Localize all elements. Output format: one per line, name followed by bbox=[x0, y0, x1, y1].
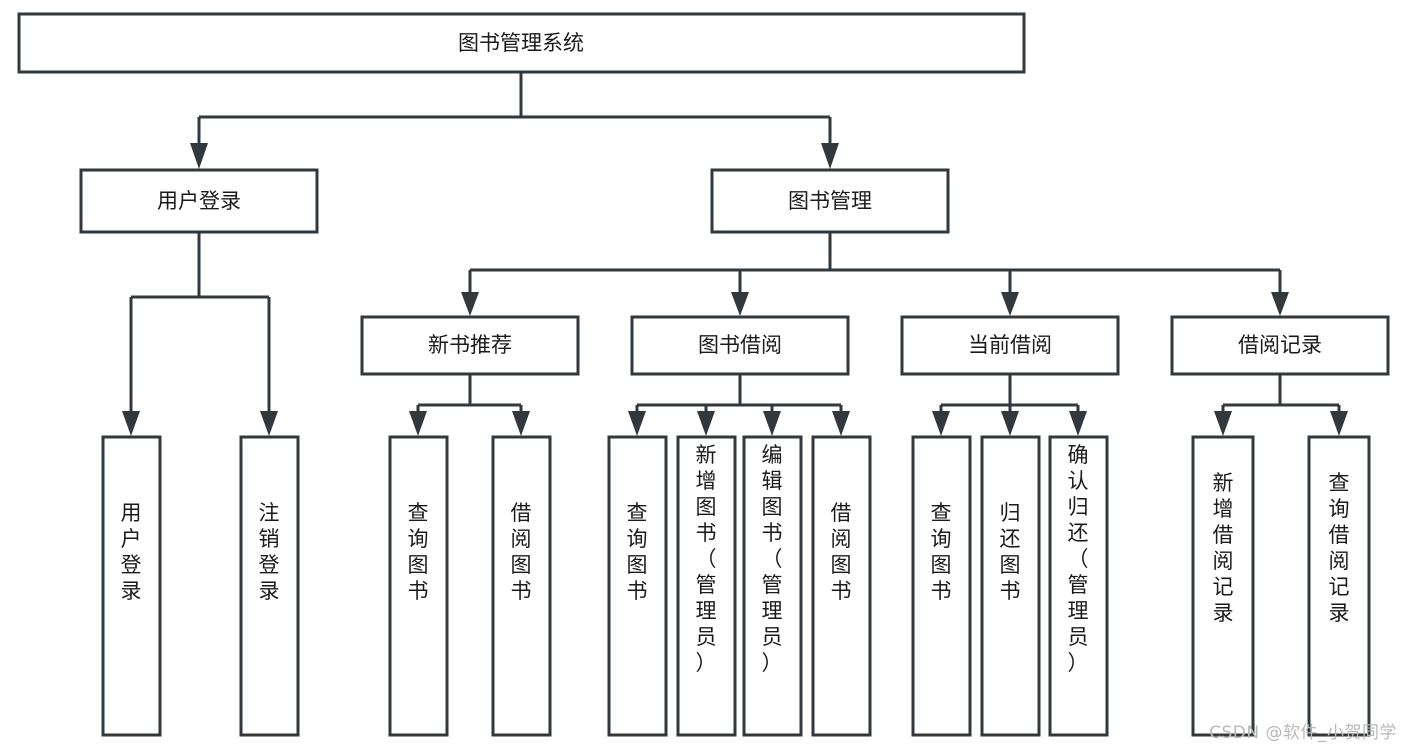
arrow-leaf-edit-book bbox=[763, 411, 781, 436]
leaf-logout-login[interactable]: 注销登录 bbox=[239, 435, 300, 737]
leaf-query-record-label: 查询借阅记录 bbox=[1329, 471, 1350, 625]
leaf-edit-book-label: 编辑图书（管理员） bbox=[762, 443, 783, 675]
node-current-borrow-box[interactable] bbox=[900, 315, 1120, 376]
arrow-leaf-query-book-3 bbox=[932, 411, 950, 436]
leaf-query-book-3-box[interactable] bbox=[911, 435, 972, 737]
leaf-query-record[interactable]: 查询借阅记录 bbox=[1307, 435, 1371, 737]
node-book-manage[interactable]: 图书管理 bbox=[710, 168, 950, 234]
arrow-leaf-logout-login bbox=[260, 411, 278, 436]
arrow-leaf-add-record bbox=[1214, 411, 1232, 436]
leaf-confirm-return-box[interactable] bbox=[1048, 435, 1109, 737]
node-borrow-record-box[interactable] bbox=[1170, 315, 1390, 376]
leaf-query-record-box[interactable] bbox=[1307, 435, 1371, 737]
leaf-add-book-box[interactable] bbox=[676, 435, 737, 737]
leaf-add-book[interactable]: 新增图书（管理员） bbox=[676, 435, 737, 737]
leaf-confirm-return-label: 确认归还（管理员） bbox=[1068, 443, 1089, 675]
connector-layer bbox=[122, 72, 1348, 436]
node-user-login-label: 用户登录 bbox=[157, 189, 241, 213]
leaf-query-book-1[interactable]: 查询图书 bbox=[388, 435, 449, 737]
arrow-new-book-recommend bbox=[461, 292, 479, 316]
arrow-book-borrow bbox=[731, 292, 749, 316]
node-borrow-record-label: 借阅记录 bbox=[1238, 333, 1322, 357]
leaf-edit-book-box[interactable] bbox=[742, 435, 803, 737]
leaf-user-login-box[interactable] bbox=[101, 435, 162, 737]
leaf-return-book-label: 归还图书 bbox=[1000, 501, 1021, 603]
node-borrow-record[interactable]: 借阅记录 bbox=[1170, 315, 1390, 376]
node-new-book-recommend-box[interactable] bbox=[360, 315, 580, 376]
arrow-leaf-user-login bbox=[122, 411, 140, 436]
leaf-query-book-1-label: 查询图书 bbox=[408, 501, 429, 603]
leaf-query-book-1-box[interactable] bbox=[388, 435, 449, 737]
leaf-borrow-book-1[interactable]: 借阅图书 bbox=[491, 435, 552, 737]
leaf-query-book-3-label: 查询图书 bbox=[931, 501, 952, 603]
leaf-add-book-label: 新增图书（管理员） bbox=[696, 443, 717, 675]
arrow-leaf-query-book-1 bbox=[409, 411, 427, 436]
node-book-borrow-box[interactable] bbox=[630, 315, 850, 376]
leaf-add-record-box[interactable] bbox=[1191, 435, 1255, 737]
node-book-borrow-label: 图书借阅 bbox=[698, 333, 782, 357]
arrow-leaf-return-book bbox=[1001, 411, 1019, 436]
arrow-leaf-add-book bbox=[697, 411, 715, 436]
arrow-leaf-borrow-book-2 bbox=[832, 411, 850, 436]
leaf-query-book-2[interactable]: 查询图书 bbox=[607, 435, 668, 737]
node-new-book-recommend-label: 新书推荐 bbox=[428, 333, 512, 357]
node-current-borrow-label: 当前借阅 bbox=[968, 333, 1052, 357]
arrow-leaf-query-record bbox=[1330, 411, 1348, 436]
node-root-label: 图书管理系统 bbox=[458, 31, 584, 55]
node-user-login[interactable]: 用户登录 bbox=[79, 168, 319, 234]
arrow-leaf-query-book-2 bbox=[628, 411, 646, 436]
leaf-confirm-return[interactable]: 确认归还（管理员） bbox=[1048, 435, 1109, 737]
leaf-borrow-book-2-box[interactable] bbox=[811, 435, 872, 737]
arrow-current-borrow bbox=[1001, 292, 1019, 316]
leaf-logout-login-label: 注销登录 bbox=[259, 501, 280, 603]
leaf-query-book-2-box[interactable] bbox=[607, 435, 668, 737]
leaf-logout-login-box[interactable] bbox=[239, 435, 300, 737]
arrow-leaf-confirm-return bbox=[1069, 411, 1087, 436]
arrow-user-login bbox=[190, 143, 208, 169]
leaf-user-login[interactable]: 用户登录 bbox=[101, 435, 162, 737]
leaf-add-record[interactable]: 新增借阅记录 bbox=[1191, 435, 1255, 737]
node-root-box[interactable] bbox=[17, 12, 1026, 74]
leaf-query-book-2-label: 查询图书 bbox=[627, 501, 648, 603]
node-user-login-box[interactable] bbox=[79, 168, 319, 234]
node-current-borrow[interactable]: 当前借阅 bbox=[900, 315, 1120, 376]
node-book-manage-box[interactable] bbox=[710, 168, 950, 234]
arrow-leaf-borrow-book-1 bbox=[512, 411, 530, 436]
leaf-user-login-label: 用户登录 bbox=[121, 501, 142, 603]
leaf-return-book-box[interactable] bbox=[980, 435, 1041, 737]
node-root[interactable]: 图书管理系统 bbox=[17, 12, 1026, 74]
leaf-borrow-book-1-label: 借阅图书 bbox=[511, 501, 532, 603]
node-book-manage-label: 图书管理 bbox=[788, 189, 872, 213]
leaf-add-record-label: 新增借阅记录 bbox=[1213, 471, 1234, 625]
node-new-book-recommend[interactable]: 新书推荐 bbox=[360, 315, 580, 376]
leaf-edit-book[interactable]: 编辑图书（管理员） bbox=[742, 435, 803, 737]
leaf-borrow-book-2-label: 借阅图书 bbox=[831, 501, 852, 603]
leaf-borrow-book-1-box[interactable] bbox=[491, 435, 552, 737]
arrow-borrow-record bbox=[1271, 292, 1289, 316]
arrow-book-manage bbox=[821, 143, 839, 169]
node-book-borrow[interactable]: 图书借阅 bbox=[630, 315, 850, 376]
leaf-borrow-book-2[interactable]: 借阅图书 bbox=[811, 435, 872, 737]
leaf-return-book[interactable]: 归还图书 bbox=[980, 435, 1041, 737]
leaf-query-book-3[interactable]: 查询图书 bbox=[911, 435, 972, 737]
